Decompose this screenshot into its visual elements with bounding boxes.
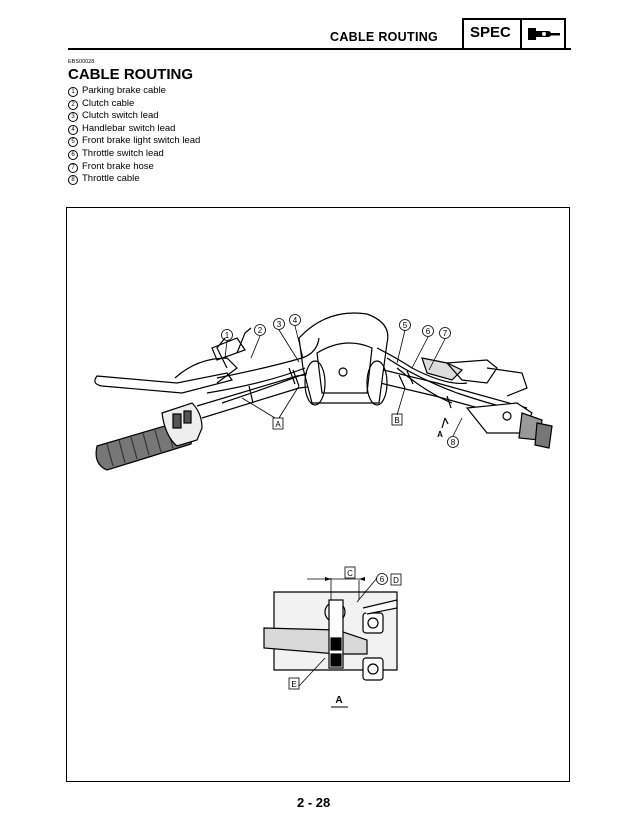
section-title: CABLE ROUTING (330, 30, 439, 44)
callout-1: 1 (221, 329, 233, 341)
spec-badge-label: SPEC (470, 24, 511, 41)
view-arrow-a-text: A (437, 430, 443, 439)
page-number: 2 - 28 (297, 795, 331, 810)
part-label: Throttle switch lead (82, 147, 164, 159)
page-heading: CABLE ROUTING (68, 66, 193, 83)
brake-lever (421, 357, 543, 441)
callout-6-detail: 6 (376, 573, 388, 585)
right-grip (534, 422, 553, 449)
callout-8-label: 8 (451, 438, 456, 447)
callout-2: 2 (254, 324, 266, 336)
part-number: 2 (68, 99, 78, 110)
part-number: 1 (68, 87, 78, 97)
part-number: 3 (68, 112, 78, 123)
label-box-d-text: D (393, 576, 399, 585)
part-label: Throttle cable (82, 173, 140, 185)
part-number: 7 (68, 162, 78, 173)
spec-badge-divider (520, 20, 522, 48)
right-cables (376, 347, 508, 409)
part-label: Parking brake cable (82, 85, 166, 96)
left-cables (206, 327, 320, 404)
part-label: Clutch cable (82, 97, 135, 109)
callout-7-label: 7 (443, 329, 448, 338)
callout-7: 7 (439, 327, 451, 339)
view-arrow-a: A (437, 417, 449, 439)
list-item: 8 Throttle cable (68, 173, 200, 186)
part-label: Front brake light switch lead (82, 135, 201, 147)
list-item: 6 Throttle switch lead (68, 148, 200, 161)
detail-caption: A (331, 695, 348, 708)
callout-8: 8 (447, 436, 459, 448)
callout-4-label: 4 (293, 316, 298, 325)
part-number: 8 (68, 175, 78, 186)
part-number: 6 (68, 149, 78, 160)
part-label: Front brake hose (82, 160, 154, 172)
detail-a (263, 577, 398, 687)
list-item: 1 Parking brake cable (68, 85, 200, 98)
label-box-a-text: A (275, 420, 281, 429)
callout-5-label: 5 (403, 321, 408, 330)
cable-routing-figure: 1 2 3 4 5 6 7 8 (66, 207, 570, 782)
list-item: 5 Front brake light switch lead (68, 135, 200, 148)
list-item: 3 Clutch switch lead (68, 110, 200, 123)
list-item: 4 Handlebar switch lead (68, 123, 200, 136)
label-box-b: B (391, 413, 403, 426)
list-item: 2 Clutch cable (68, 98, 200, 111)
label-box-c: C (344, 566, 356, 579)
label-box-c-text: C (347, 569, 353, 578)
label-box-b-text: B (394, 416, 399, 425)
clutch-lever (94, 337, 246, 394)
label-box-d: D (390, 573, 402, 586)
part-label: Handlebar switch lead (82, 122, 176, 134)
callout-6-detail-label: 6 (380, 575, 385, 584)
document-code: EBS00028 (68, 59, 95, 65)
parts-list: 1 Parking brake cable 2 Clutch cable 3 Clut… (68, 85, 200, 186)
callout-6-label: 6 (426, 327, 431, 336)
callout-1-label: 1 (225, 331, 230, 340)
wrench-icon (528, 28, 560, 40)
callout-2-label: 2 (258, 326, 263, 335)
label-box-a: A (272, 417, 284, 430)
callout-6: 6 (422, 325, 434, 337)
callout-3-label: 3 (277, 320, 282, 329)
callout-5: 5 (399, 319, 411, 331)
spec-badge: SPEC (462, 18, 566, 48)
label-box-e-text: E (291, 680, 296, 689)
list-item: 7 Front brake hose (68, 161, 200, 174)
part-number: 4 (68, 124, 78, 135)
left-switch-housing (161, 402, 203, 447)
label-box-e: E (288, 677, 300, 690)
center-pod (298, 312, 389, 406)
handlebar-illustration: 1 2 3 4 5 6 7 8 (94, 312, 553, 708)
part-label: Clutch switch lead (82, 110, 159, 122)
callout-3: 3 (273, 318, 285, 330)
part-number: 5 (68, 137, 78, 148)
header-rule (68, 48, 571, 50)
leader-lines (224, 325, 463, 437)
detail-caption-text: A (335, 695, 342, 706)
callout-4: 4 (289, 314, 301, 326)
